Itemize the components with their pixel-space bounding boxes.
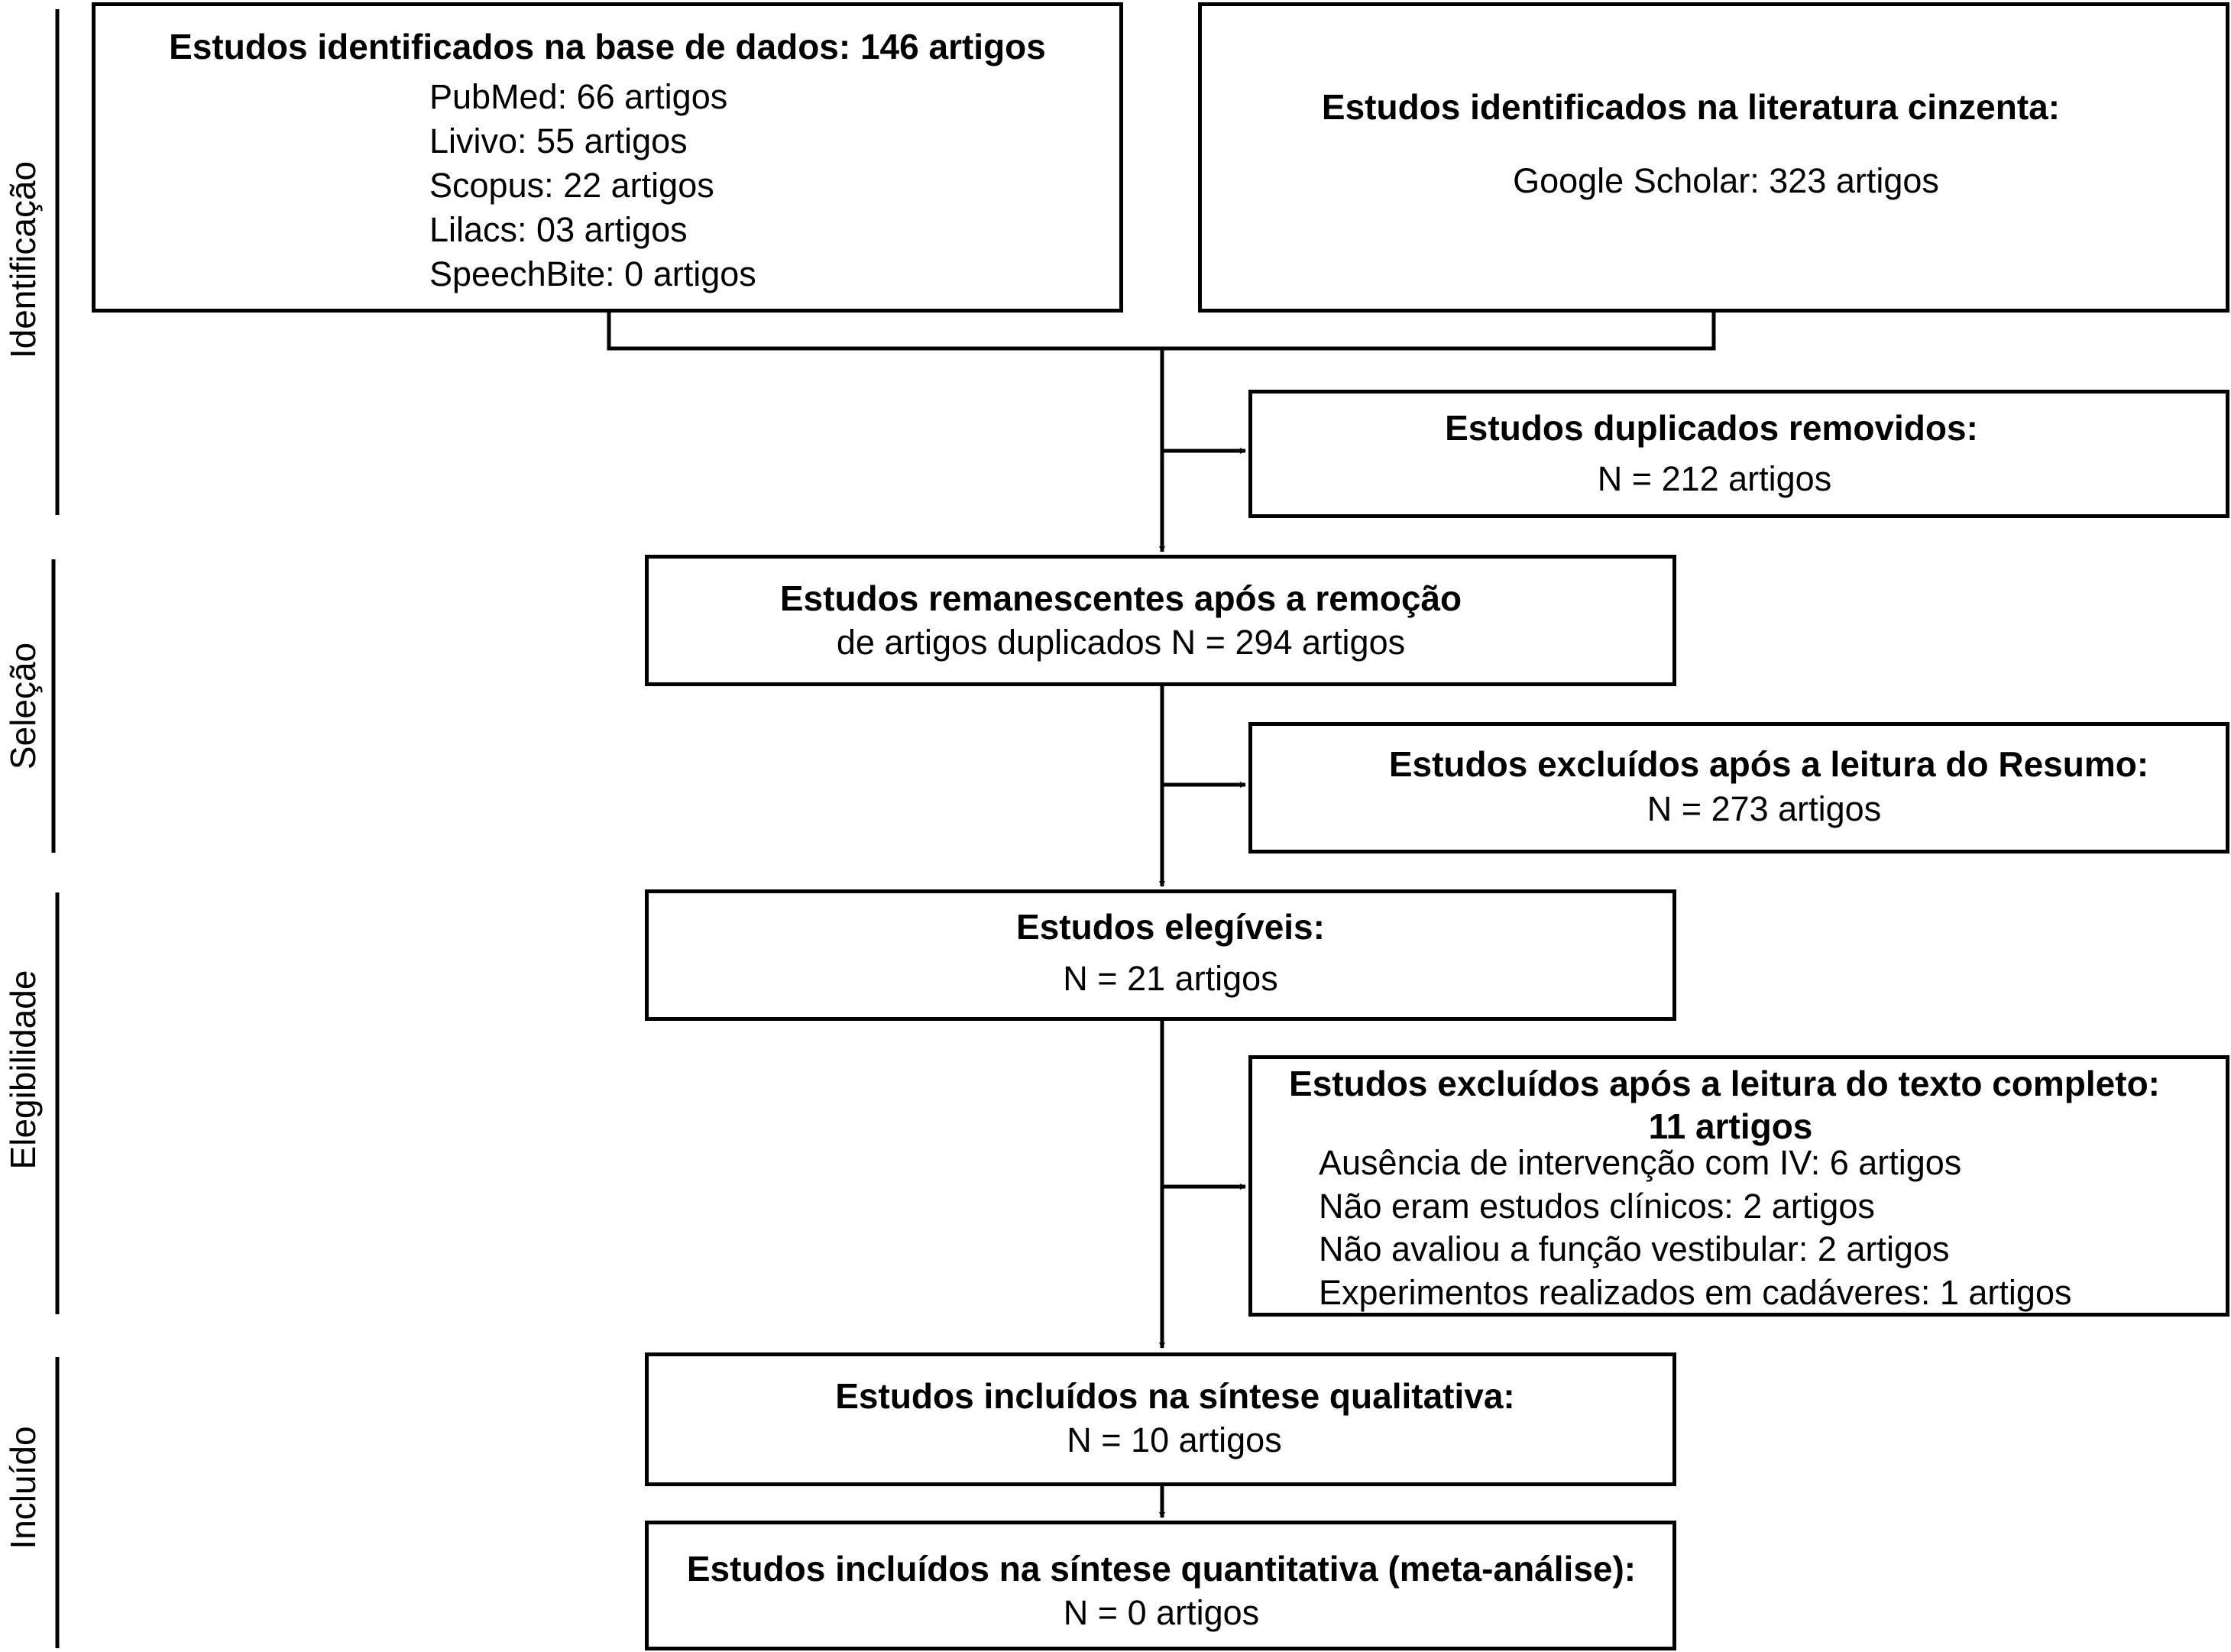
database-source-livivo: Livivo: 55 artigos bbox=[429, 121, 688, 160]
excluded-fulltext-count: 11 artigos bbox=[1648, 1106, 1813, 1146]
grey-literature-source: Google Scholar: 323 artigos bbox=[1513, 161, 1939, 200]
box-excluded-fulltext bbox=[1248, 1055, 2229, 1317]
excluded-abstract-title: Estudos excluídos após a leitura do Resu… bbox=[1388, 744, 2149, 784]
eligible-count: N = 21 artigos bbox=[1063, 959, 1278, 998]
excluded-fulltext-title: Estudos excluídos após a leitura do text… bbox=[1289, 1064, 2160, 1103]
excluded-reason-cadavers: Experimentos realizados em cadáveres: 1 … bbox=[1319, 1273, 2072, 1312]
quantitative-title: Estudos incluídos na síntese quantitativ… bbox=[686, 1549, 1637, 1589]
box-quantitative-synthesis bbox=[645, 1521, 1676, 1650]
box-remaining bbox=[645, 555, 1676, 686]
database-title: Estudos identificados na base de dados: … bbox=[169, 27, 1046, 66]
excluded-abstract-count: N = 273 artigos bbox=[1647, 789, 1882, 828]
box-grey-literature bbox=[1198, 2, 2229, 313]
database-source-speechbite: SpeechBite: 0 artigos bbox=[429, 254, 756, 293]
phase-label-incluido: Incluído bbox=[3, 1426, 43, 1550]
grey-literature-title: Estudos identificados na literatura cinz… bbox=[1321, 87, 2061, 127]
remaining-line2: de artigos duplicados N = 294 artigos bbox=[836, 623, 1406, 662]
excluded-reason-not-clinical: Não eram estudos clínicos: 2 artigos bbox=[1319, 1187, 1875, 1226]
qualitative-title: Estudos incluídos na síntese qualitativa… bbox=[835, 1376, 1515, 1416]
box-eligible bbox=[645, 889, 1676, 1021]
merge-bracket bbox=[607, 311, 1716, 351]
phase-label-identificacao: Identificação bbox=[3, 160, 43, 359]
database-source-lilacs: Lilacs: 03 artigos bbox=[429, 210, 688, 249]
box-database bbox=[92, 2, 1123, 313]
box-duplicates-removed bbox=[1248, 390, 2229, 518]
phase-label-elegibilidade: Elegibilidade bbox=[3, 970, 43, 1170]
box-excluded-abstract bbox=[1248, 722, 2229, 854]
remaining-line1: Estudos remanescentes após a remoção bbox=[779, 578, 1462, 618]
duplicates-title: Estudos duplicados removidos: bbox=[1445, 408, 1978, 448]
quantitative-count: N = 0 artigos bbox=[1063, 1593, 1260, 1632]
qualitative-count: N = 10 artigos bbox=[1067, 1420, 1282, 1459]
box-qualitative-synthesis bbox=[645, 1352, 1676, 1486]
database-source-scopus: Scopus: 22 artigos bbox=[429, 166, 714, 205]
duplicates-count: N = 212 artigos bbox=[1597, 459, 1832, 498]
phase-label-selecao: Seleção bbox=[3, 642, 43, 770]
eligible-title: Estudos elegíveis: bbox=[1016, 907, 1325, 947]
excluded-reason-no-vestibular: Não avaliou a função vestibular: 2 artig… bbox=[1319, 1229, 1950, 1268]
database-source-pubmed: PubMed: 66 artigos bbox=[429, 77, 728, 116]
excluded-reason-no-intervention: Ausência de intervenção com IV: 6 artigo… bbox=[1319, 1143, 1962, 1182]
